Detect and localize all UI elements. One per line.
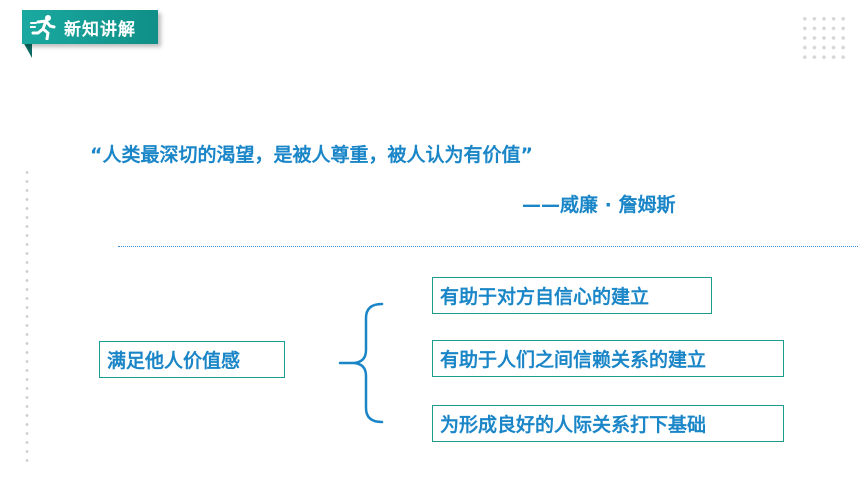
branch-label: 有助于人们之间信赖关系的建立 xyxy=(440,349,707,371)
banner-body: 新知讲解 xyxy=(22,10,158,44)
section-banner: 新知讲解 xyxy=(0,0,170,62)
branch-label: 为形成良好的人际关系打下基础 xyxy=(440,414,707,436)
decorative-dot-grid xyxy=(800,14,848,62)
banner-fold xyxy=(22,40,32,58)
curly-brace xyxy=(338,302,384,424)
branch-label: 有助于对方自信心的建立 xyxy=(440,286,650,308)
quote-text: “人类最深切的渴望，是被人尊重，被人认为有价值” xyxy=(90,144,533,166)
main-concept-box: 满足他人价值感 xyxy=(99,341,285,378)
running-person-icon xyxy=(30,15,56,40)
section-title: 新知讲解 xyxy=(64,19,136,40)
branch-box-1: 有助于对方自信心的建立 xyxy=(432,277,712,314)
branch-box-2: 有助于人们之间信赖关系的建立 xyxy=(432,340,784,377)
dotted-divider xyxy=(118,246,858,247)
decorative-dot-column xyxy=(25,168,29,464)
branch-box-3: 为形成良好的人际关系打下基础 xyxy=(432,405,784,442)
main-concept-label: 满足他人价值感 xyxy=(107,350,241,372)
quote-attribution: ——威廉 · 詹姆斯 xyxy=(522,194,676,216)
